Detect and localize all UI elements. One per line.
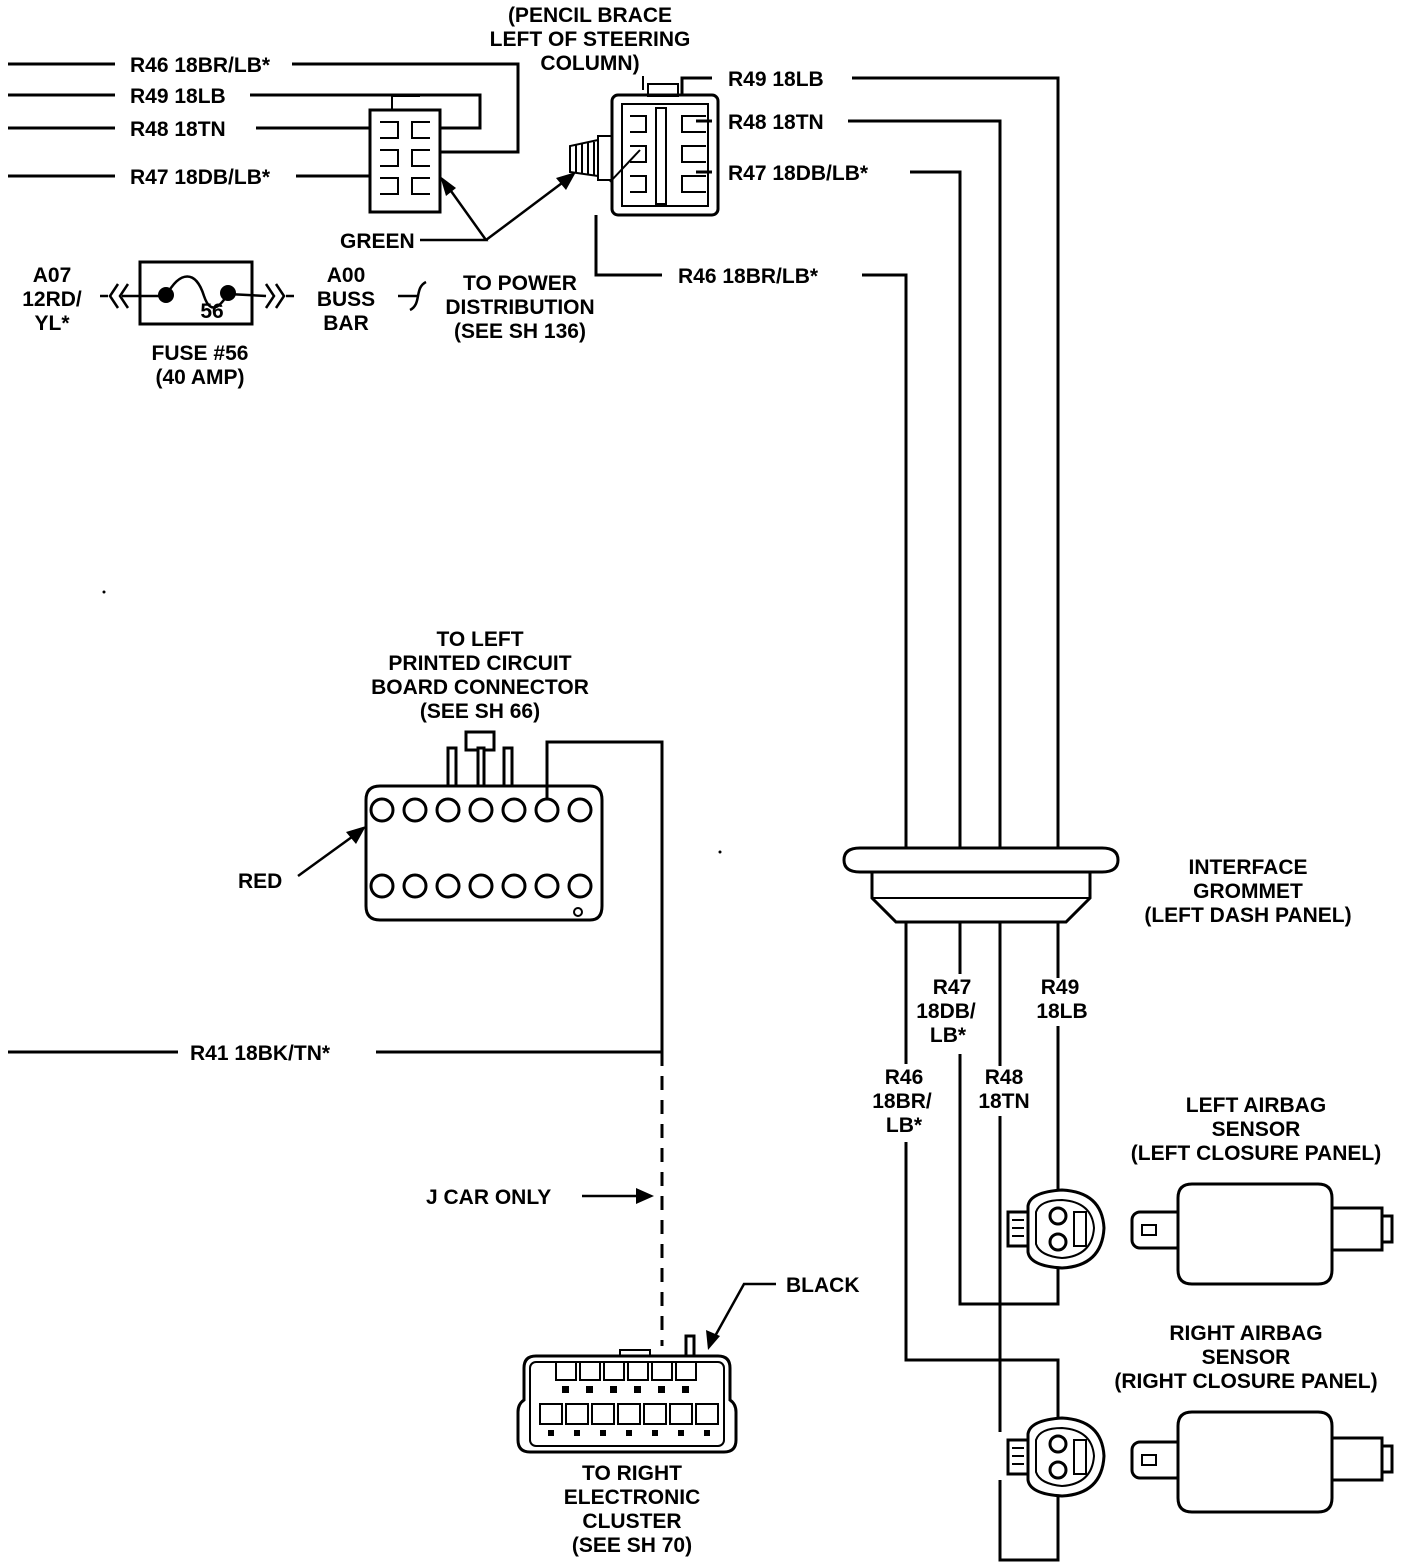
wire-label-r46-left: R46 18BR/LB*: [130, 54, 271, 77]
power-dist-line1: TO POWER: [463, 272, 577, 295]
top-left-wires: [8, 62, 520, 178]
green-connector-right: [569, 83, 720, 217]
r41-wire: [8, 740, 664, 1346]
r46-vert-line3: LB*: [886, 1114, 923, 1137]
red-connector-bottom-pins: [369, 873, 593, 899]
fuse-56-symbol: [100, 260, 294, 326]
power-dist-line3: (SEE SH 136): [454, 320, 586, 343]
r49-vert-line1: R49: [1041, 976, 1080, 999]
a07-line1: A07: [33, 264, 72, 287]
right-sensor-line2: SENSOR: [1202, 1346, 1291, 1369]
a07-line2: 12RD/: [22, 288, 82, 311]
right-cluster-line2: ELECTRONIC: [564, 1486, 701, 1509]
top-right-wires: [594, 76, 1060, 848]
left-sensor-line1: LEFT AIRBAG: [1186, 1094, 1326, 1117]
fuse-label-line2: (40 AMP): [155, 366, 244, 389]
j-car-arrow: [582, 1188, 654, 1204]
right-sensor-body: [1130, 1410, 1394, 1514]
right-cluster-line4: (SEE SH 70): [572, 1534, 692, 1557]
continuation-symbol: [398, 280, 427, 312]
r41-label: R41 18BK/TN*: [190, 1042, 331, 1065]
grommet-line3: (LEFT DASH PANEL): [1144, 904, 1351, 927]
power-dist-line2: DISTRIBUTION: [445, 296, 594, 319]
black-label: BLACK: [786, 1274, 860, 1297]
right-sensor-line1: RIGHT AIRBAG: [1169, 1322, 1322, 1345]
right-sensor-line3: (RIGHT CLOSURE PANEL): [1114, 1370, 1377, 1393]
red-arrow: [297, 826, 366, 878]
red-connector: [364, 730, 604, 922]
black-connector-bottom-dots: [548, 1430, 710, 1436]
left-sensor-connector: [1006, 1188, 1106, 1270]
right-cluster-line1: TO RIGHT: [582, 1462, 682, 1485]
r48-vert-line2: 18TN: [978, 1090, 1029, 1113]
wire-label-r46-right: R46 18BR/LB*: [678, 265, 819, 288]
left-pcb-line2: PRINTED CIRCUIT: [388, 652, 571, 675]
r46-vert-line2: 18BR/: [872, 1090, 932, 1113]
right-cluster-line3: CLUSTER: [582, 1510, 681, 1533]
left-pcb-line3: BOARD CONNECTOR: [371, 676, 589, 699]
fuse-number: 56: [200, 300, 223, 323]
left-sensor-body: [1130, 1182, 1394, 1286]
a00-line3: BAR: [323, 312, 369, 335]
r47-vert-line1: R47: [933, 976, 972, 999]
grommet-line1: INTERFACE: [1188, 856, 1307, 879]
r49-vert-line2: 18LB: [1036, 1000, 1087, 1023]
black-connector-middle-dots: [562, 1386, 689, 1393]
r47-vert-line3: LB*: [930, 1024, 967, 1047]
left-sensor-line3: (LEFT CLOSURE PANEL): [1131, 1142, 1381, 1165]
a00-line1: A00: [327, 264, 366, 287]
wire-label-r49-right: R49 18LB: [728, 68, 824, 91]
wire-label-r47-right: R47 18DB/LB*: [728, 162, 869, 185]
j-car-only-label: J CAR ONLY: [426, 1186, 551, 1209]
black-arrow: [706, 1282, 776, 1350]
red-connector-top-pins: [369, 797, 593, 823]
a00-line2: BUSS: [317, 288, 375, 311]
green-label: GREEN: [340, 230, 415, 253]
wire-label-r48-right: R48 18TN: [728, 111, 824, 134]
r47-vert-line2: 18DB/: [916, 1000, 976, 1023]
lower-wires: [904, 922, 1060, 1562]
black-connector-top-cavities: [555, 1361, 697, 1381]
right-sensor-connector: [1006, 1416, 1106, 1498]
red-label: RED: [238, 870, 282, 893]
left-pcb-line4: (SEE SH 66): [420, 700, 540, 723]
black-connector-bottom-cavities: [539, 1403, 719, 1425]
left-sensor-line2: SENSOR: [1212, 1118, 1301, 1141]
pencil-brace-line1: (PENCIL BRACE: [508, 4, 672, 27]
wire-label-r48-left: R48 18TN: [130, 118, 226, 141]
fuse-label-line1: FUSE #56: [152, 342, 249, 365]
green-arrows: [420, 149, 641, 242]
green-connector-left: [368, 95, 442, 214]
wire-label-r47-left: R47 18DB/LB*: [130, 166, 271, 189]
pencil-brace-line2: LEFT OF STEERING: [490, 28, 691, 51]
pencil-brace-line3: COLUMN): [540, 52, 639, 75]
a07-line3: YL*: [34, 312, 70, 335]
wire-label-r49-left: R49 18LB: [130, 85, 226, 108]
left-pcb-line1: TO LEFT: [436, 628, 523, 651]
r46-vert-line1: R46: [885, 1066, 924, 1089]
black-connector: [516, 1334, 738, 1454]
grommet-line2: GROMMET: [1193, 880, 1303, 903]
r48-vert-line1: R48: [985, 1066, 1024, 1089]
interface-grommet: [842, 846, 1120, 924]
